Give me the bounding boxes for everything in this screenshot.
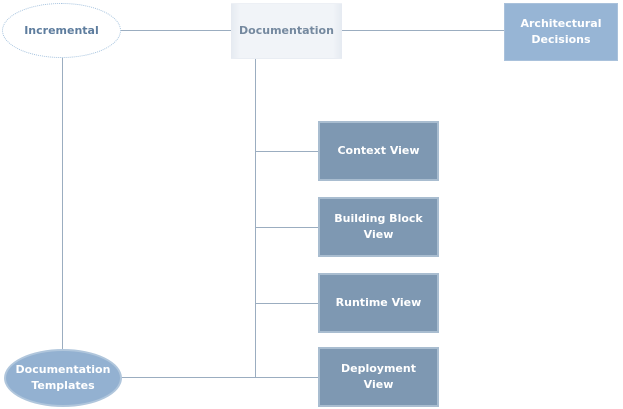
node-incremental: Incremental	[2, 3, 121, 58]
node-documentation-templates-label: Documentation Templates	[15, 363, 111, 392]
node-building-block-view: Building Block View	[318, 197, 439, 257]
node-building-block-view-label: Building Block View	[334, 212, 423, 241]
node-deployment-view: Deployment View	[318, 347, 439, 407]
node-documentation: Documentation	[231, 3, 342, 59]
node-incremental-label: Incremental	[24, 23, 99, 37]
node-runtime-view-label: Runtime View	[335, 296, 422, 310]
connector-branch-building-block-view	[256, 227, 318, 228]
node-architectural-decisions-label: Architectural Decisions	[520, 17, 602, 46]
connector-branch-runtime-view	[256, 303, 318, 304]
node-context-view-label: Context View	[337, 144, 420, 158]
connector-documentation-architectural	[342, 30, 504, 31]
connector-documentation-trunk	[255, 59, 256, 378]
connector-incremental-templates	[62, 58, 63, 349]
connector-branch-context-view	[256, 151, 318, 152]
node-documentation-label: Documentation	[239, 24, 334, 38]
connector-templates-deployment-view	[121, 377, 318, 378]
node-runtime-view: Runtime View	[318, 273, 439, 333]
node-architectural-decisions: Architectural Decisions	[504, 3, 618, 61]
node-deployment-view-label: Deployment View	[341, 362, 416, 391]
node-documentation-templates: Documentation Templates	[4, 349, 122, 407]
node-context-view: Context View	[318, 121, 439, 181]
connector-incremental-documentation	[121, 30, 231, 31]
